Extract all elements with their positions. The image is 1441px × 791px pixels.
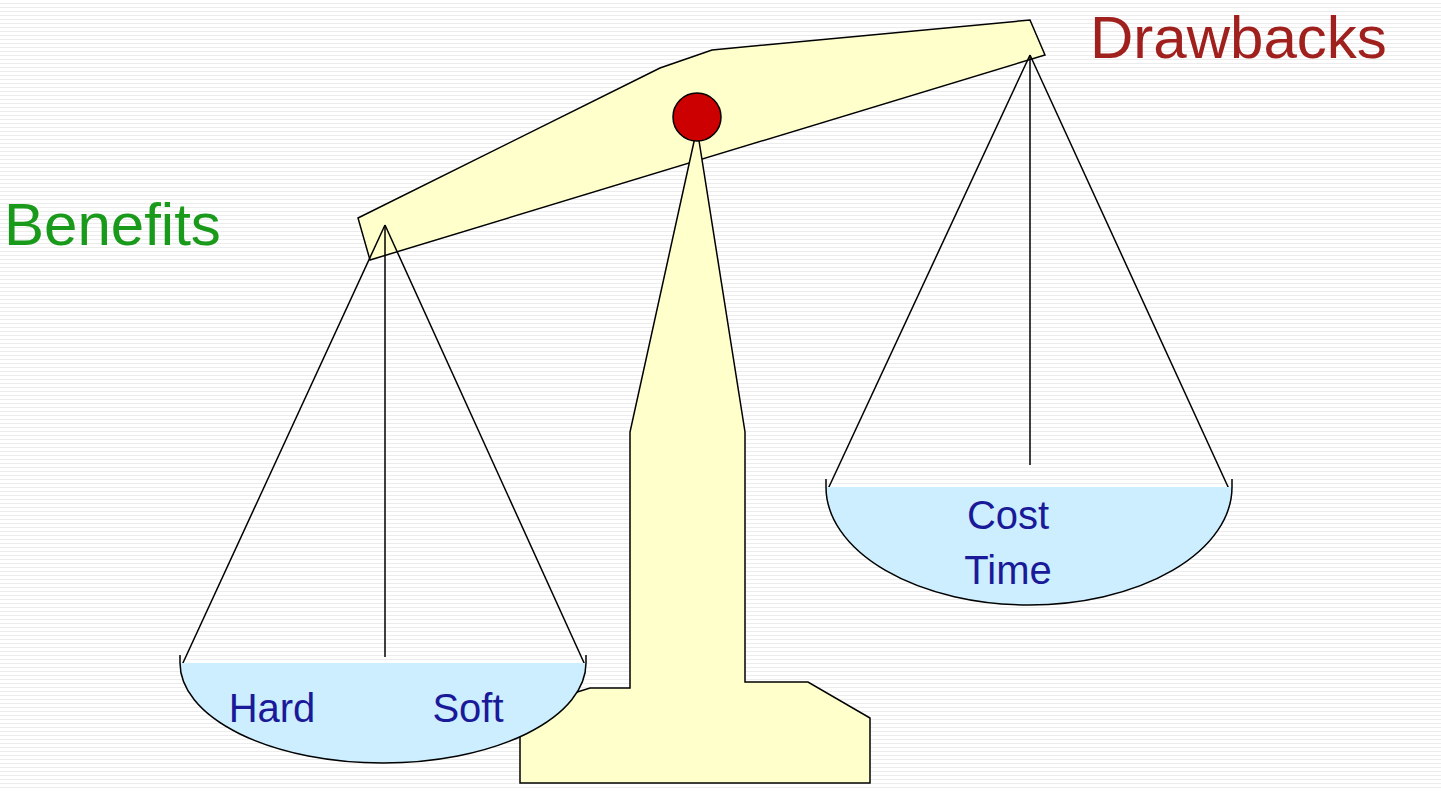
left-string — [182, 225, 385, 665]
right-string — [1030, 55, 1229, 489]
scale-pan: Hard Soft — [180, 663, 586, 763]
pan-outline — [180, 655, 586, 763]
pan-outline — [826, 479, 1232, 605]
pan-item: Time — [964, 550, 1051, 590]
pan-item: Cost — [967, 495, 1049, 535]
pivot-dot — [673, 93, 721, 141]
drawbacks-heading: Drawbacks — [1090, 5, 1387, 71]
pan-item: Soft — [432, 688, 503, 728]
right-string — [1029, 55, 1031, 465]
left-string — [385, 225, 585, 665]
pan-item: Hard — [229, 688, 316, 728]
right-string — [828, 55, 1030, 489]
pan-fill — [180, 663, 586, 763]
pan-fill — [826, 487, 1232, 605]
scale-pan: CostTime — [826, 487, 1232, 605]
benefits-heading: Benefits — [4, 192, 221, 258]
left-string — [384, 225, 386, 657]
